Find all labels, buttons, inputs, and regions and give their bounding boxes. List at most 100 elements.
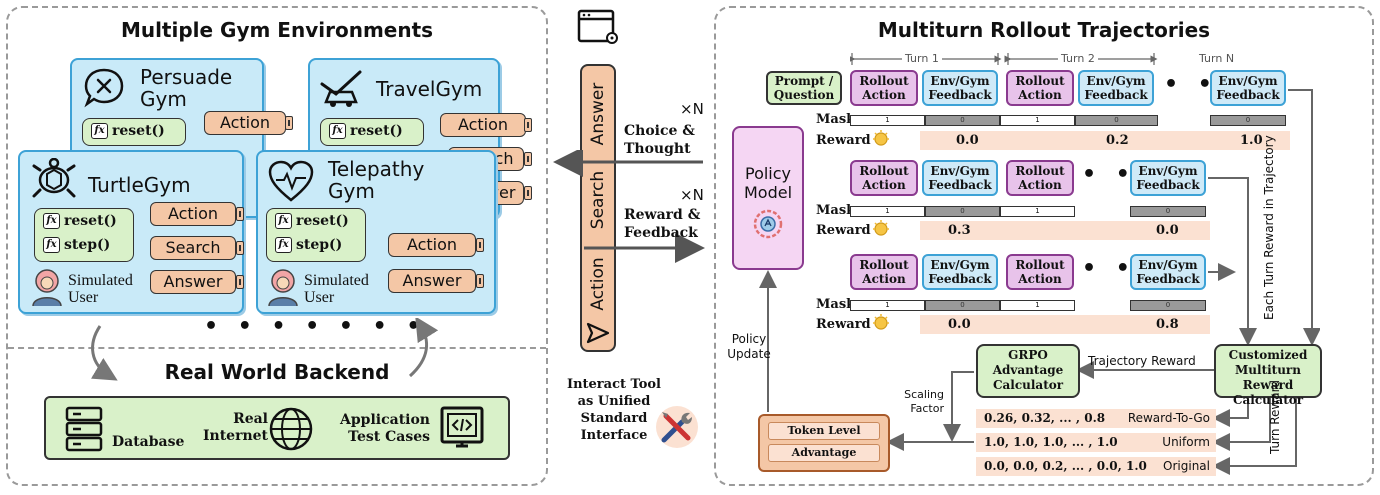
reward-calculator-label: Customized Multiturn Reward Calculator xyxy=(1228,348,1308,407)
persuade-gym-reset[interactable]: reset() xyxy=(112,123,165,139)
turtlegym-reset[interactable]: reset() xyxy=(64,213,117,229)
reward-bar xyxy=(920,221,1210,240)
turn-reward-label: Turn Reward xyxy=(1268,380,1282,454)
ai-brain-icon xyxy=(753,209,783,239)
tool-answer[interactable]: Answer xyxy=(588,82,608,146)
telepathy-gym-reset[interactable]: reset() xyxy=(296,213,349,229)
left-panel-divider xyxy=(8,347,546,349)
result-row: 1.0, 1.0, 1.0, ... , 1.0 Uniform xyxy=(976,433,1216,452)
tools-icon xyxy=(656,406,698,448)
result-values: 0.26, 0.32, ... , 0.8 xyxy=(984,411,1106,425)
result-name: Uniform xyxy=(1162,435,1210,449)
simulated-user-icon xyxy=(32,269,62,306)
rollout-action-box: Rollout Action xyxy=(1006,160,1074,196)
each-turn-reward-label: Each Turn Reward in Trajectory xyxy=(1262,135,1276,320)
mask-cell: 0 xyxy=(1210,115,1286,126)
plug-icon xyxy=(285,116,293,130)
reward-label: Reward xyxy=(816,317,871,332)
reward-value: 0.3 xyxy=(948,223,971,238)
reward-value: 0.0 xyxy=(1156,223,1179,238)
telepathy-gym-action-tool[interactable]: Action xyxy=(388,233,476,257)
rollout-action-box: Rollout Action xyxy=(1006,254,1074,290)
result-name: Reward-To-Go xyxy=(1127,411,1210,425)
reward-value: 1.0 xyxy=(1240,133,1263,148)
telepathy-gym-step[interactable]: step() xyxy=(296,237,343,253)
turn-n-label: Turn N xyxy=(1196,52,1238,65)
simulated-user-icon xyxy=(268,269,298,306)
application-test-cases-label: Application Test Cases xyxy=(340,412,430,445)
interface-label: Interact Tool as Unified Standard Interf… xyxy=(567,377,661,443)
plug-icon xyxy=(236,207,244,221)
reward-feedback-label: Reward & Feedback xyxy=(624,207,701,241)
reward-value: 0.0 xyxy=(948,317,971,332)
telepathy-gym-user-label: Simulated User xyxy=(304,272,369,306)
reward-value: 0.0 xyxy=(956,133,979,148)
mask-cell: 0 xyxy=(925,300,1000,311)
scaling-factor-label: Scaling Factor xyxy=(904,388,944,415)
turtlegym-user-label: Simulated User xyxy=(68,272,133,306)
mask-cell: 1 xyxy=(1000,300,1075,311)
travelgym-reset[interactable]: reset() xyxy=(350,123,403,139)
mask-cell: 1 xyxy=(1000,115,1075,126)
policy-model-label: Policy Model xyxy=(743,164,793,202)
mask-label: Mask xyxy=(816,203,856,218)
telepathy-gym-answer-tool[interactable]: Answer xyxy=(388,269,476,293)
left-panel-title: Multiple Gym Environments xyxy=(120,18,434,42)
env-feedback-box: Env/Gym Feedback xyxy=(1130,254,1206,290)
mask-cell: 0 xyxy=(925,206,1000,217)
env-feedback-box: Env/Gym Feedback xyxy=(1210,70,1286,106)
turtlegym-action-tool[interactable]: Action xyxy=(150,202,236,226)
times-n-label-2: ×N xyxy=(680,186,704,204)
travelgym-action-tool[interactable]: Action xyxy=(440,113,526,137)
env-feedback-box: Env/Gym Feedback xyxy=(922,160,998,196)
persuade-gym-name: Persuade Gym xyxy=(140,65,233,111)
mask-cell: 0 xyxy=(925,115,1000,126)
medal-icon xyxy=(873,314,889,330)
telepathy-gym-name-text: Telepathy Gym xyxy=(328,157,425,203)
real-internet-label: Real Internet xyxy=(202,411,268,444)
times-n-label-1: ×N xyxy=(680,100,704,118)
turn-2-label: Turn 2 xyxy=(1058,52,1098,65)
mask-cell: 0 xyxy=(1130,300,1206,311)
turtlegym-answer-tool[interactable]: Answer xyxy=(150,270,236,294)
function-icon: fx xyxy=(275,237,292,253)
persuade-gym-action-tool[interactable]: Action xyxy=(204,111,286,135)
right-panel xyxy=(714,6,1374,486)
result-values: 1.0, 1.0, 1.0, ... , 1.0 xyxy=(984,435,1118,449)
env-feedback-box: Env/Gym Feedback xyxy=(922,254,998,290)
plug-icon xyxy=(476,238,484,252)
turtlegym-name: TurtleGym xyxy=(88,173,191,197)
telepathy-gym-name: Telepathy Gym xyxy=(328,158,438,202)
plug-icon xyxy=(524,186,532,200)
chat-x-icon xyxy=(84,68,124,108)
result-row: 0.0, 0.0, 0.2, ... , 0.0, 1.0 Original xyxy=(976,457,1216,476)
left-panel xyxy=(6,6,548,486)
browser-gear-icon xyxy=(577,9,618,44)
reward-calculator-box xyxy=(1214,344,1322,398)
mask-cell: 1 xyxy=(850,115,925,126)
turtlegym-step[interactable]: step() xyxy=(64,237,111,253)
plug-icon xyxy=(236,241,244,255)
result-values: 0.0, 0.0, 0.2, ... , 0.0, 1.0 xyxy=(984,459,1147,473)
reward-label: Reward xyxy=(816,223,871,238)
plug-icon xyxy=(476,274,484,288)
function-icon: fx xyxy=(43,213,60,229)
mask-cell: 1 xyxy=(1000,206,1075,217)
mask-label: Mask xyxy=(816,297,856,312)
tool-bar xyxy=(580,64,616,352)
function-icon: fx xyxy=(329,123,346,139)
mask-cell: 0 xyxy=(1075,115,1158,126)
database-label: Database xyxy=(112,434,185,450)
token-level-line-2: Advantage xyxy=(768,444,880,462)
medal-icon xyxy=(873,130,889,146)
more-gyms-ellipsis: • • • • • • • xyxy=(204,314,427,339)
backend-title: Real World Backend xyxy=(164,360,390,384)
trajectory-reward-label: Trajectory Reward xyxy=(1088,354,1196,368)
plug-icon xyxy=(524,152,532,166)
database-icon xyxy=(65,406,103,452)
turtlegym-search-tool[interactable]: Search xyxy=(150,236,236,260)
function-icon: fx xyxy=(91,123,108,139)
